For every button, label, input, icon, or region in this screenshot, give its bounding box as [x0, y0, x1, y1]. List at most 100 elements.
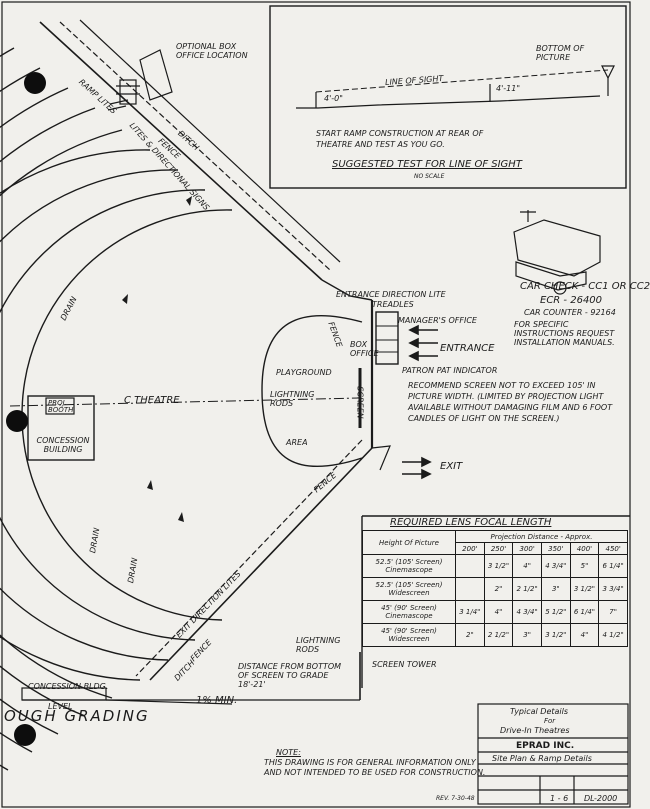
table-cell: 6 1/4": [598, 554, 628, 578]
center-line: [9, 397, 361, 407]
patron-pat-indicator-label: Patron Pat Indicator: [402, 366, 498, 375]
note-text-2: And Not Intended To Be Used For Construc…: [264, 768, 486, 777]
eye-height-left: 4'-0": [324, 94, 343, 103]
row-label: 52.5' (105' Screen) Widescreen: [362, 577, 456, 601]
entrance-direction-lite-label: Entrance Direction Lite: [336, 290, 446, 299]
table-cell: 2": [483, 577, 514, 601]
table-cell: 4 1/2": [598, 623, 628, 647]
company-name: EPRAD INC.: [516, 741, 575, 751]
row-label: 45' (90' Screen) Widescreen: [362, 623, 456, 647]
title-block-line3: Drive-In Theatres: [500, 726, 570, 735]
site-plan-drawing: [0, 1, 631, 808]
table-cell: 3 1/4": [455, 600, 485, 624]
table-row: 45' (90' Screen) Cinemascope 3 1/4" 4" 4…: [362, 600, 628, 624]
proj-booth-label: Proj. Booth: [48, 399, 74, 414]
ramp-arrow-marks: [122, 196, 192, 522]
playground-label: Playground: [276, 368, 332, 377]
table-row: 45' (90' Screen) Widescreen 2" 2 1/2" 3"…: [362, 623, 628, 647]
sheet-title: Site Plan & Ramp Details: [492, 754, 592, 763]
table-cell: 6 1/4": [569, 600, 600, 624]
line-of-sight-title: Suggested Test For Line Of Sight: [332, 159, 522, 170]
lightning-rods-label: Lightning Rods: [270, 390, 315, 408]
table-cell: 4": [483, 600, 514, 624]
row-label: 52.5' (105' Screen) Cinemascope: [362, 554, 456, 578]
treadles-label: Treadles: [372, 300, 414, 309]
table-row: 52.5' (105' Screen) Widescreen 2" 2 1/2"…: [362, 577, 628, 601]
distance-cell: 300': [512, 542, 542, 555]
box-office-block: [375, 311, 399, 365]
distance-cell: 450': [598, 542, 628, 555]
managers-office-label: Manager's Office: [398, 316, 477, 325]
table-cell: 5 1/2": [540, 600, 571, 624]
table-row: 52.5' (105' Screen) Cinemascope 3 1/2" 4…: [362, 554, 628, 578]
ramp-profile: [21, 652, 361, 705]
table-cell: [455, 554, 485, 578]
line-of-sight-scale: No Scale: [414, 173, 445, 180]
concession-building-rect: [27, 395, 95, 461]
line-of-sight-note: Start Ramp Construction At Rear Of Theat…: [316, 129, 484, 149]
area-label: Area: [286, 438, 308, 447]
title-block-line2: For: [544, 717, 556, 725]
focal-table-header-row: Height Of Picture Projection Distance - …: [362, 530, 628, 555]
table-cell: 2 1/2": [512, 577, 542, 601]
binder-hole-bottom: [14, 724, 36, 746]
upper-fence-ditch: [39, 19, 373, 301]
min-slope-label: 1% Min.: [196, 695, 238, 706]
lower-fence-ditch: [135, 439, 391, 681]
focal-table-col-header: Height Of Picture: [362, 530, 456, 555]
binder-hole-middle: [6, 410, 28, 432]
car-check-note: For Specific Instructions Request Instal…: [514, 320, 615, 347]
note-text-1: This Drawing Is For General Information …: [264, 758, 476, 767]
distance-cell: 400': [569, 542, 600, 555]
table-cell: 2": [455, 623, 485, 647]
table-cell: 2 1/2": [483, 623, 514, 647]
screen-tower-label: Screen Tower: [372, 660, 437, 669]
table-cell: 3 3/4": [598, 577, 628, 601]
eye-height-right: 4'-11": [496, 84, 521, 93]
row-label: 45' (90' Screen) Cinemascope: [362, 600, 456, 624]
table-cell: [455, 577, 485, 601]
title-block-line1: Typical Details: [510, 707, 569, 716]
line-of-sight-box: [269, 5, 627, 189]
note-heading: Note:: [276, 748, 301, 757]
table-cell: 7": [598, 600, 628, 624]
optional-box-office: [107, 49, 173, 111]
screen-label: Screen: [355, 386, 365, 419]
car-check-line1: Car Check - CC1 or CC2: [520, 281, 650, 292]
sheet-border: [1, 1, 631, 808]
lightning-rods-lower-label: Lightning Rods: [296, 636, 341, 654]
rough-grading-label: ough Grading: [4, 707, 150, 725]
exit-label: Exit: [440, 461, 463, 472]
title-block-frame: [477, 703, 629, 805]
distance-cell: 250': [483, 542, 514, 555]
concession-building-label: Concession Building: [36, 436, 90, 454]
table-cell: 4 3/4": [512, 600, 542, 624]
bottom-of-picture-label: Bottom Of Picture: [536, 44, 585, 62]
table-cell: 3 1/2": [483, 554, 514, 578]
concession-bldg-label: Concession Bldg.: [28, 682, 109, 691]
car-check-line2: ECR - 26400: [540, 295, 603, 306]
focal-table-projection-header: Projection Distance - Approx.: [455, 530, 628, 543]
car-check-illustration: [513, 210, 601, 295]
level-label: Level: [48, 702, 73, 711]
table-cell: 3": [540, 577, 571, 601]
sheet-number: 1 - 6: [550, 794, 569, 803]
line-of-sight-diagram: [296, 65, 615, 109]
screen-area: [261, 300, 374, 468]
table-cell: 4": [512, 554, 542, 578]
distance-note: Distance From Bottom Of Screen To Grade …: [238, 662, 342, 689]
table-cell: 5": [569, 554, 600, 578]
table-cell: 3 1/2": [540, 623, 571, 647]
box-office-label: Box Office: [350, 340, 379, 358]
entrance-arrows: [402, 324, 438, 480]
table-cell: 3": [512, 623, 542, 647]
screen-recommendation-note: Recommend Screen Not To Exceed 105' In P…: [408, 381, 613, 423]
focal-length-table: Height Of Picture Projection Distance - …: [362, 530, 628, 647]
proj-booth-rect: [45, 397, 75, 415]
table-cell: 4 3/4": [540, 554, 571, 578]
optional-box-office-label: Optional Box Office Location: [176, 42, 248, 60]
distance-cell: 350': [540, 542, 571, 555]
distance-cell: 200': [455, 542, 485, 555]
revision-date: Rev. 7-30-48: [436, 795, 475, 802]
car-check-line3: Car Counter - 92164: [524, 308, 616, 317]
